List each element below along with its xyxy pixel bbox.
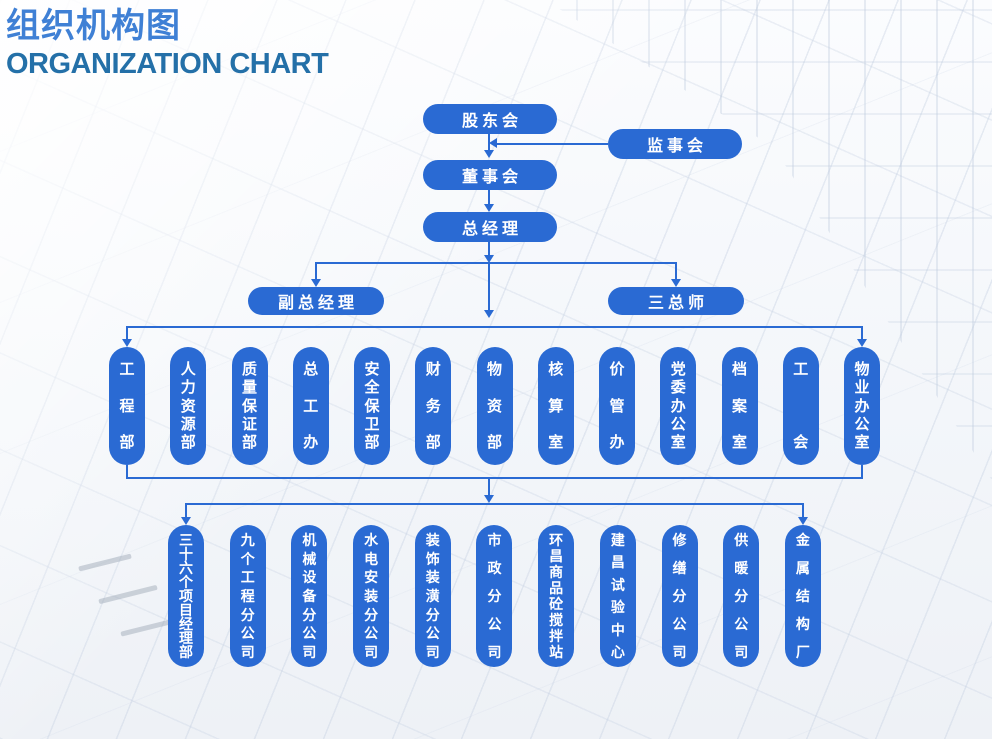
subsidiary-pill: 金属结构厂 (784, 525, 821, 667)
subsidiary-pill: 市政分公司 (476, 525, 513, 667)
department-pill: 党委办公室 (660, 347, 697, 465)
connector-to-three-chiefs (675, 264, 677, 280)
arrow-down-icon (671, 279, 681, 287)
node-label: 装饰装潢分公司 (425, 532, 440, 660)
node-shareholders-meeting: 股东会 (423, 104, 557, 134)
department-pill: 财务部 (415, 347, 452, 465)
connector-center-drop (488, 264, 490, 311)
department-pill: 价管办 (599, 347, 635, 465)
connector-row2-left-stub (185, 503, 187, 518)
node-label: 党委办公室 (670, 361, 686, 451)
connector-row2-bus (185, 503, 804, 505)
node-label: 核算室 (548, 361, 564, 451)
page-title-chinese: 组织机构图 (6, 7, 181, 45)
node-three-chief-engineers: 三总师 (608, 287, 744, 315)
node-label: 供暖分公司 (734, 532, 749, 660)
connector-row2-right-stub (802, 503, 804, 518)
node-label: 修缮分公司 (672, 532, 687, 660)
arrow-left-icon (489, 138, 497, 148)
subsidiary-pill: 九个工程分公司 (229, 525, 266, 667)
department-pill: 总工办 (292, 347, 329, 465)
connector-row1-bottom-right (861, 465, 863, 478)
connector-row1-right-stub (861, 326, 863, 340)
subsidiary-pill: 建昌试验中心 (599, 525, 636, 667)
node-label: 工会 (793, 361, 809, 451)
node-supervisory-board: 监事会 (608, 129, 742, 159)
node-label: 人力资源部 (180, 361, 196, 451)
subsidiary-pill: 三十六个项目经理部 (168, 525, 204, 667)
connector-gm-branch (488, 242, 490, 255)
arrow-down-icon (484, 495, 494, 503)
node-label: 金属结构厂 (795, 532, 810, 660)
connector-row1-bottom-left (126, 465, 128, 478)
department-pill: 物资部 (476, 347, 513, 465)
department-pill: 安全保卫部 (354, 347, 390, 465)
background-window-slat (98, 584, 158, 605)
subsidiary-pill: 水电安装分公司 (353, 525, 390, 667)
node-label: 价管办 (609, 361, 625, 451)
department-pill: 物业办公室 (844, 347, 880, 465)
page-title-english: ORGANIZATION CHART (6, 47, 329, 80)
arrow-down-icon (484, 310, 494, 318)
node-label: 建昌试验中心 (610, 532, 625, 660)
node-label: 九个工程分公司 (240, 532, 255, 660)
node-label: 水电安装分公司 (364, 532, 379, 660)
subsidiary-pill: 修缮分公司 (661, 525, 698, 667)
subsidiaries-row: 三十六个项目经理部 九个工程分公司 机械设备分公司 水电安装分公司 装饰装潢分公司 市政分… (168, 525, 821, 667)
node-label: 工程部 (119, 361, 135, 451)
node-label: 质量保证部 (241, 361, 257, 451)
subsidiary-pill: 装饰装潢分公司 (414, 525, 451, 667)
node-label: 总工办 (303, 361, 319, 451)
subsidiary-pill: 供暖分公司 (723, 525, 760, 667)
connector-board-gm (488, 190, 490, 205)
node-label: 三十六个项目经理部 (179, 532, 193, 660)
arrow-down-icon (484, 204, 494, 212)
connector-row1-left-stub (126, 326, 128, 340)
node-label: 安全保卫部 (364, 361, 380, 451)
arrow-down-icon (122, 339, 132, 347)
arrow-down-icon (798, 517, 808, 525)
connector-supervisory-line (497, 143, 608, 145)
node-general-manager: 总经理 (423, 212, 557, 242)
node-board-of-directors: 董事会 (423, 160, 557, 190)
connector-mid-drop (488, 479, 490, 496)
title-block: 组织机构图 ORGANIZATION CHART (6, 6, 329, 81)
node-label: 物业办公室 (854, 361, 870, 451)
departments-row: 工程部 人力资源部 质量保证部 总工办 安全保卫部 财务部 物资部 核算室 价管办 党委办公室 档案… (109, 347, 880, 465)
arrow-down-icon (311, 279, 321, 287)
department-pill: 工程部 (109, 347, 145, 465)
department-pill: 核算室 (537, 347, 574, 465)
node-label: 机械设备分公司 (302, 532, 317, 660)
arrow-down-icon (181, 517, 191, 525)
node-label: 环昌商品砼搅拌站 (549, 532, 564, 660)
department-pill: 质量保证部 (231, 347, 268, 465)
arrow-down-icon (484, 150, 494, 158)
node-deputy-general-manager: 副总经理 (248, 287, 384, 315)
department-pill: 工会 (782, 347, 819, 465)
connector-to-deputy-gm (315, 264, 317, 280)
node-label: 财务部 (425, 361, 441, 451)
connector-row1-bus (126, 326, 863, 328)
background-window-slat (78, 553, 132, 572)
department-pill: 人力资源部 (170, 347, 207, 465)
node-label: 档案室 (731, 361, 747, 451)
connector-mid-bus (126, 477, 863, 479)
arrow-down-icon (484, 255, 494, 263)
department-pill: 档案室 (721, 347, 758, 465)
arrow-down-icon (857, 339, 867, 347)
subsidiary-pill: 环昌商品砼搅拌站 (538, 525, 575, 667)
subsidiary-pill: 机械设备分公司 (291, 525, 328, 667)
node-label: 市政分公司 (487, 532, 502, 660)
node-label: 物资部 (486, 361, 502, 451)
connector-branch-horizontal (315, 262, 677, 264)
